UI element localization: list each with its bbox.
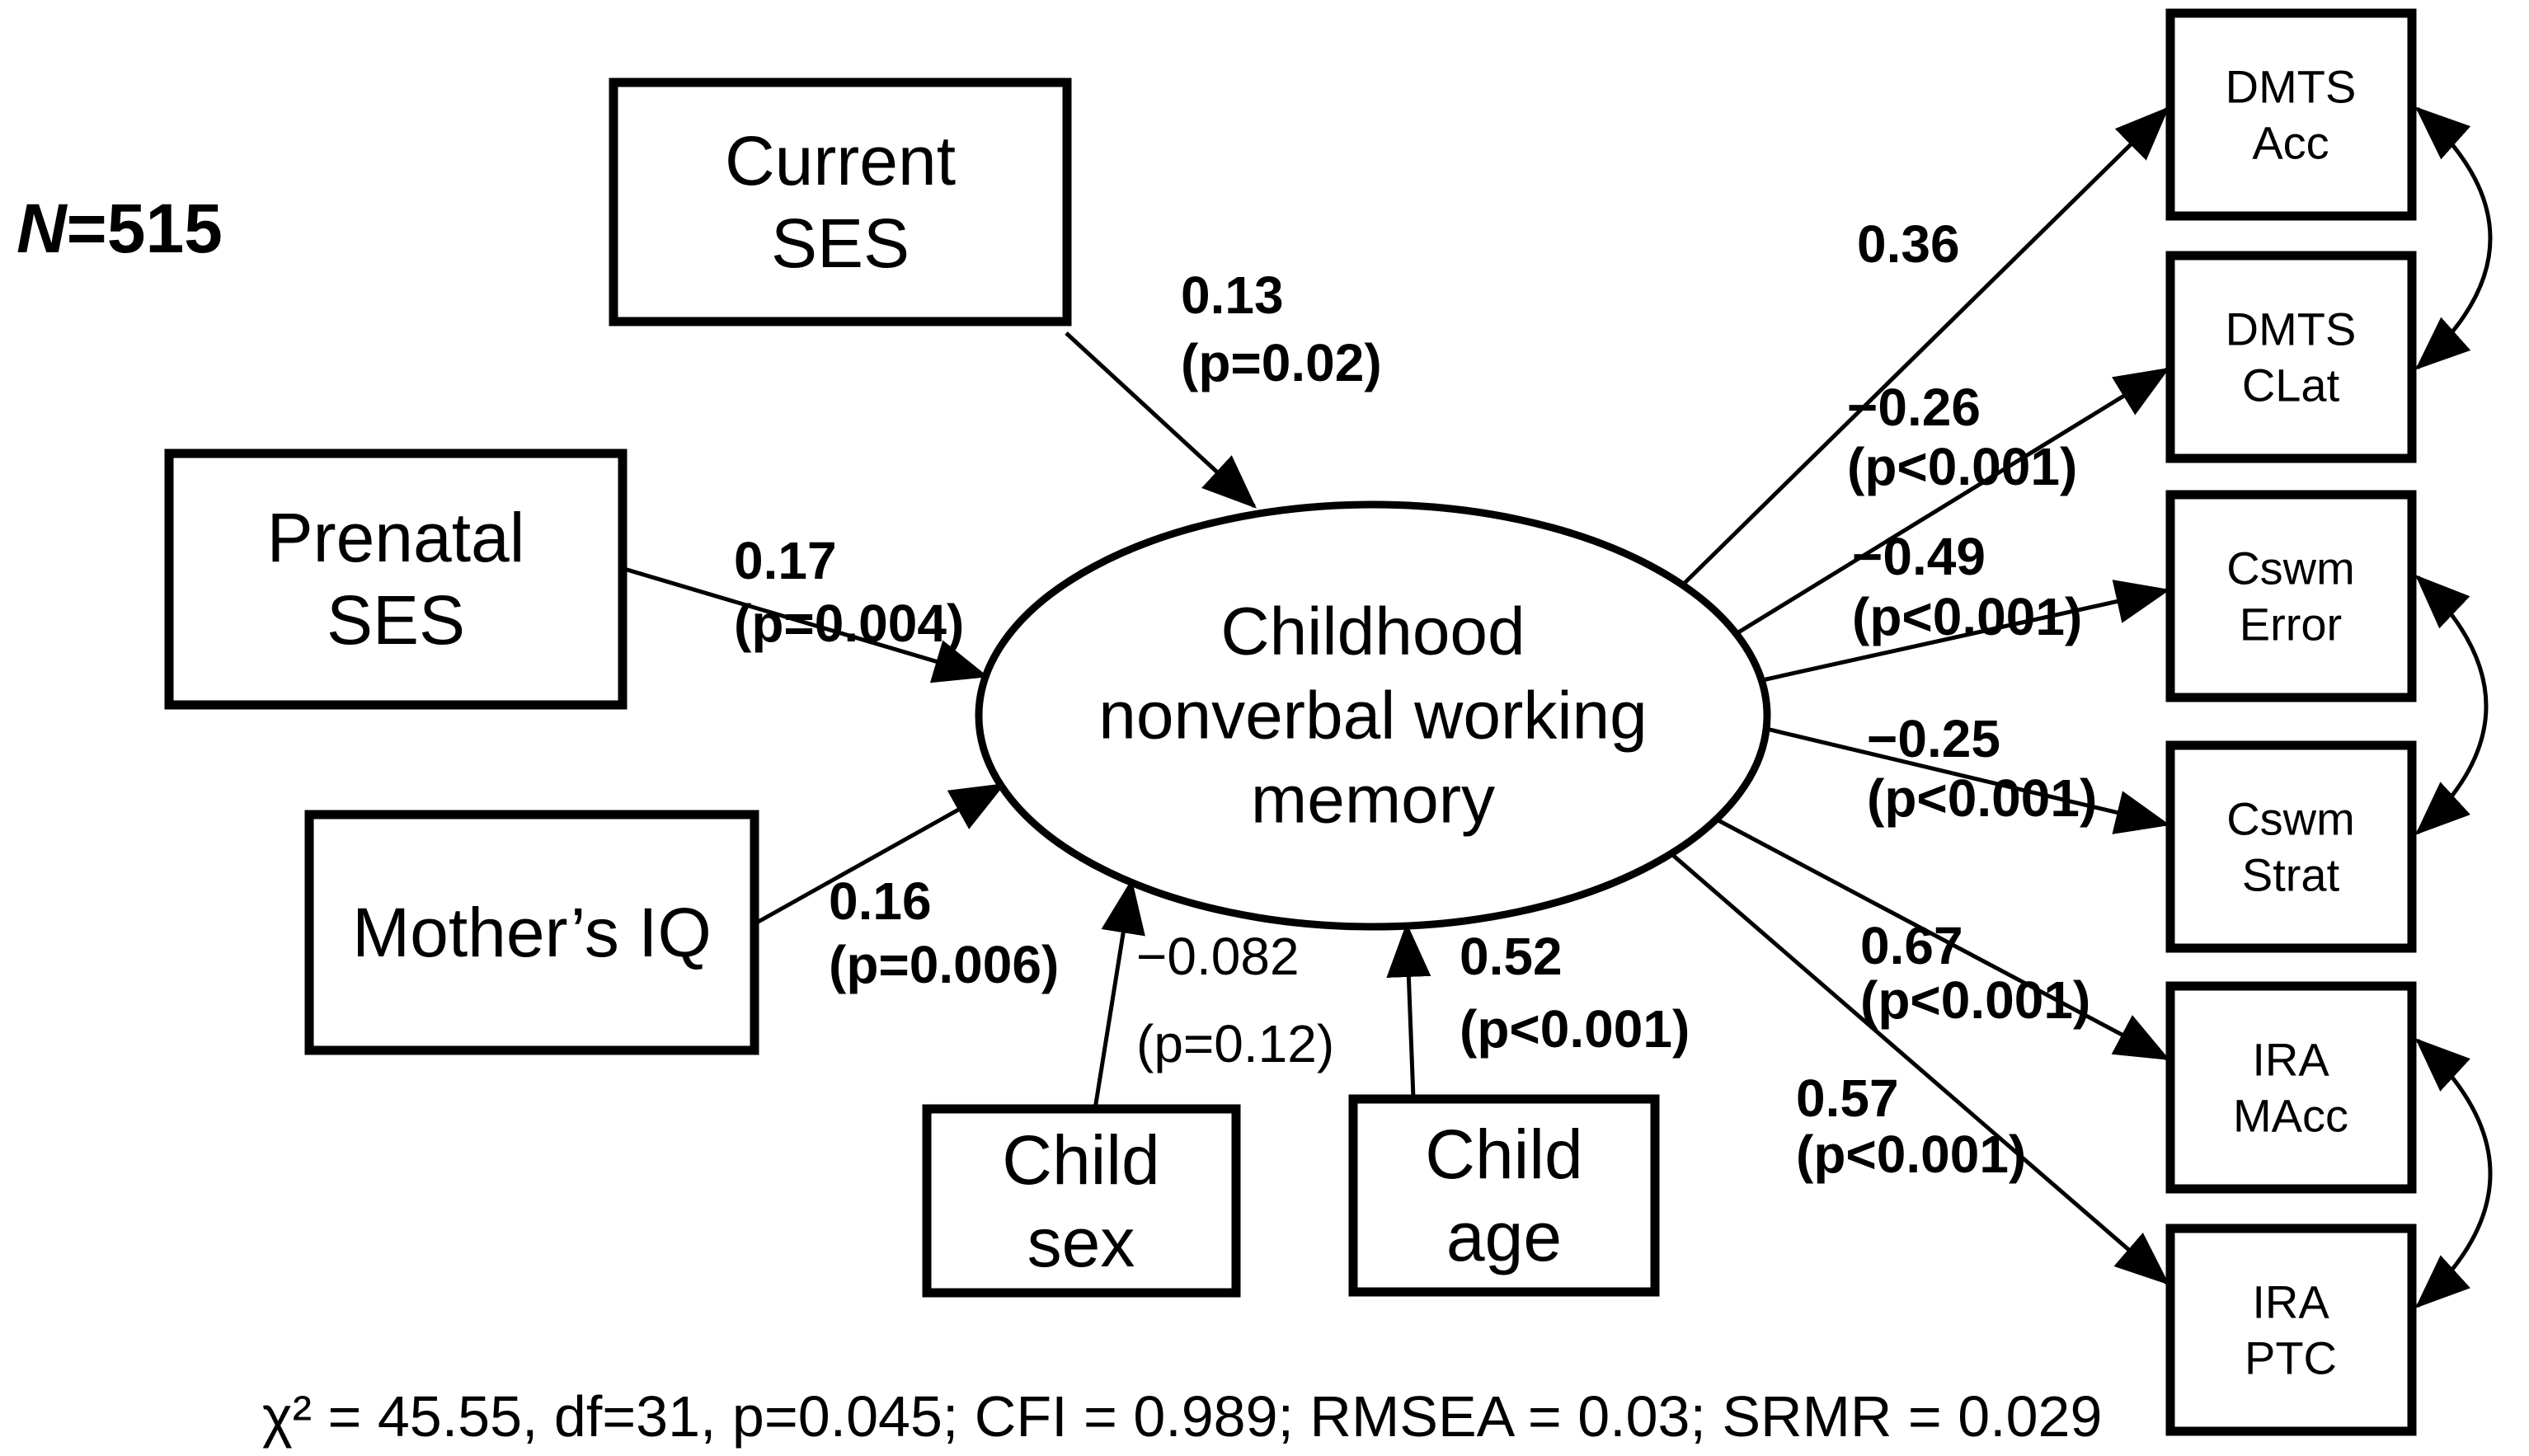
loading-cswm-strat: −0.25 <box>1867 709 2000 768</box>
ira-macc-label-line1: IRA <box>2252 1034 2329 1086</box>
child-age-label-line1: Child <box>1425 1115 1582 1193</box>
observed-box-prenatal-ses <box>164 449 628 710</box>
path-arrow-child-sex <box>1093 879 1145 1110</box>
current-ses-label-line2: SES <box>771 204 910 282</box>
latent-label-line1: Childhood <box>1220 594 1525 669</box>
cswm-strat-label-line1: Cswm <box>2226 793 2355 845</box>
child-sex-label-line1: Child <box>1002 1121 1159 1199</box>
loading-arrow-ira-macc <box>1713 816 2170 1061</box>
loading-ira-ptc: 0.57 <box>1796 1069 1899 1128</box>
observed-box-mothers-iq <box>304 810 759 1055</box>
dmts-acc-label-line1: DMTS <box>2226 61 2357 113</box>
coef-current-ses: 0.13 <box>1181 265 1284 325</box>
sample-size-label: N=515 <box>16 190 223 267</box>
pvalue-child-sex: (p=0.12) <box>1136 1014 1334 1073</box>
prenatal-ses-label-line1: Prenatal <box>267 499 525 576</box>
pvalue-cswm-error: (p<0.001) <box>1852 587 2082 646</box>
mothers-iq-label: Mother’s IQ <box>352 894 712 971</box>
dmts-clat-label-line1: DMTS <box>2226 303 2357 355</box>
ira-macc-label-line2: MAcc <box>2233 1090 2348 1142</box>
loading-arrow-dmts-acc <box>1681 106 2169 587</box>
indicator-box-cswm-error <box>2165 490 2417 702</box>
coef-child-age: 0.52 <box>1460 927 1563 986</box>
latent-label-line3: memory <box>1251 763 1495 838</box>
prenatal-ses-label-line2: SES <box>327 581 465 659</box>
ira-ptc-label-line2: PTC <box>2245 1332 2337 1384</box>
dmts-acc-label-line2: Acc <box>2252 117 2329 169</box>
child-age-label-line2: age <box>1446 1198 1562 1275</box>
covariance-arrow-ira <box>2415 1038 2493 1308</box>
fit-statistics-label: χ² = 45.55, df=31, p=0.045; CFI = 0.989;… <box>262 1384 2102 1449</box>
path-arrow-child-age <box>1386 923 1431 1099</box>
loading-ira-macc: 0.67 <box>1860 916 1963 975</box>
indicator-box-ira-macc <box>2165 981 2417 1194</box>
loading-cswm-error: −0.49 <box>1852 527 1986 586</box>
pvalue-child-age: (p<0.001) <box>1460 999 1690 1059</box>
covariance-arrow-cswm <box>2415 575 2489 835</box>
indicator-box-cswm-strat <box>2165 740 2417 953</box>
path-arrow-current-ses <box>1065 331 1257 509</box>
ira-ptc-label-line1: IRA <box>2252 1276 2329 1328</box>
sample-size-value: =515 <box>67 190 223 267</box>
pvalue-current-ses: (p=0.02) <box>1181 333 1382 392</box>
pvalue-prenatal-ses: (p=0.004) <box>734 594 964 653</box>
current-ses-label-line1: Current <box>725 122 956 200</box>
indicator-box-ira-ptc <box>2165 1224 2417 1436</box>
pvalue-ira-ptc: (p<0.001) <box>1796 1125 2026 1184</box>
sample-size-symbol: N <box>16 190 68 267</box>
loading-arrow-cswm-error <box>1761 580 2170 683</box>
latent-ellipse <box>975 500 1771 931</box>
dmts-clat-label-line2: CLat <box>2242 359 2340 411</box>
pvalue-cswm-strat: (p<0.001) <box>1867 768 2097 828</box>
path-arrows <box>623 106 2170 1285</box>
observed-box-child-sex <box>922 1104 1241 1298</box>
cswm-error-label-line2: Error <box>2240 599 2342 651</box>
covariance-arrow-dmts <box>2415 106 2493 370</box>
loading-arrow-dmts-clat <box>1730 367 2170 639</box>
latent-label-line2: nonverbal working <box>1098 679 1648 754</box>
coef-child-sex: −0.082 <box>1136 927 1300 986</box>
path-arrow-mothers-iq <box>754 782 1006 926</box>
observed-box-current-ses <box>609 77 1072 326</box>
structural-coefficient-labels: 0.13 (p=0.02) 0.17 (p=0.004) 0.16 (p=0.0… <box>734 265 1690 1073</box>
coef-prenatal-ses: 0.17 <box>734 531 837 590</box>
indicator-boxes: DMTS Acc DMTS CLat Cswm Error Cswm Strat… <box>2165 8 2417 1436</box>
predictor-boxes: Current SES Prenatal SES Mother’s IQ Chi… <box>164 77 1660 1298</box>
child-sex-label-line2: sex <box>1027 1204 1135 1281</box>
pvalue-mothers-iq: (p=0.006) <box>829 935 1059 994</box>
coef-mothers-iq: 0.16 <box>829 871 932 931</box>
path-arrow-prenatal-ses <box>623 566 989 683</box>
indicator-box-dmts-acc <box>2165 8 2417 221</box>
loading-dmts-acc: 0.36 <box>1857 214 1960 274</box>
indicator-box-dmts-clat <box>2165 251 2417 463</box>
loading-arrow-cswm-strat <box>1762 726 2170 834</box>
loading-labels: 0.36 −0.26 (p<0.001) −0.49 (p<0.001) −0.… <box>1796 214 2097 1184</box>
cswm-error-label-line1: Cswm <box>2226 542 2355 594</box>
loading-arrow-ira-ptc <box>1668 851 2170 1285</box>
observed-box-child-age <box>1348 1094 1660 1297</box>
covariance-arrows <box>2415 106 2493 1308</box>
pvalue-ira-macc: (p<0.001) <box>1860 970 2090 1030</box>
pvalue-dmts-clat: (p<0.001) <box>1847 437 2077 496</box>
cswm-strat-label-line2: Strat <box>2242 849 2340 901</box>
loading-dmts-clat: −0.26 <box>1847 378 1981 437</box>
